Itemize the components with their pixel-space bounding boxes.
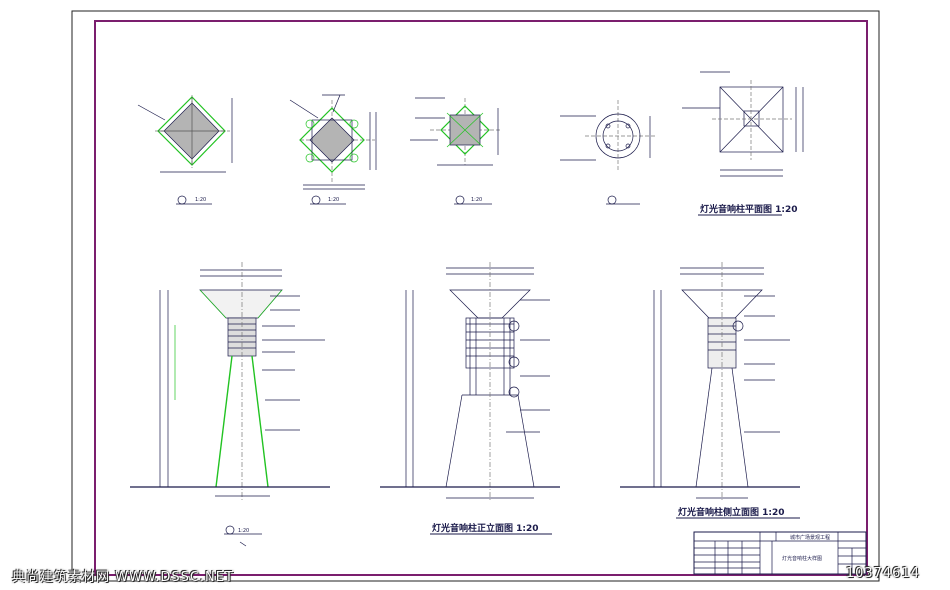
watermark-id: 10374614 [845,566,920,581]
watermark-left: 典尚建筑素材网 WWW.DSSC.NET [12,570,234,585]
side-elevation [620,262,800,500]
title-block-drawing-name: 灯光音响柱大样图 [782,555,822,562]
detail-plan-top [682,71,804,177]
caption-front-elevation: 灯光音响柱正立面图 1:20 [432,522,539,534]
detail-plan-circle [560,100,655,205]
caption-side-elevation: 灯光音响柱侧立面图 1:20 [678,506,785,518]
inner-frame [94,20,868,576]
front-elevation [380,262,560,500]
detail-plan-1 [137,95,233,205]
scale-label-1: 1:20 [195,197,206,203]
scale-label-3: 1:20 [471,197,482,203]
section-elevation [130,262,330,547]
detail-plan-3 [410,97,500,205]
detail-plan-2 [289,94,377,205]
scale-label-section: 1:20 [238,528,249,534]
title-block [693,531,867,575]
outer-frame [71,10,880,582]
scale-label-2: 1:20 [328,197,339,203]
title-block-project: 城市广场景观工程 [790,534,830,541]
caption-plan-view: 灯光音响柱平面图 1:20 [700,203,798,215]
